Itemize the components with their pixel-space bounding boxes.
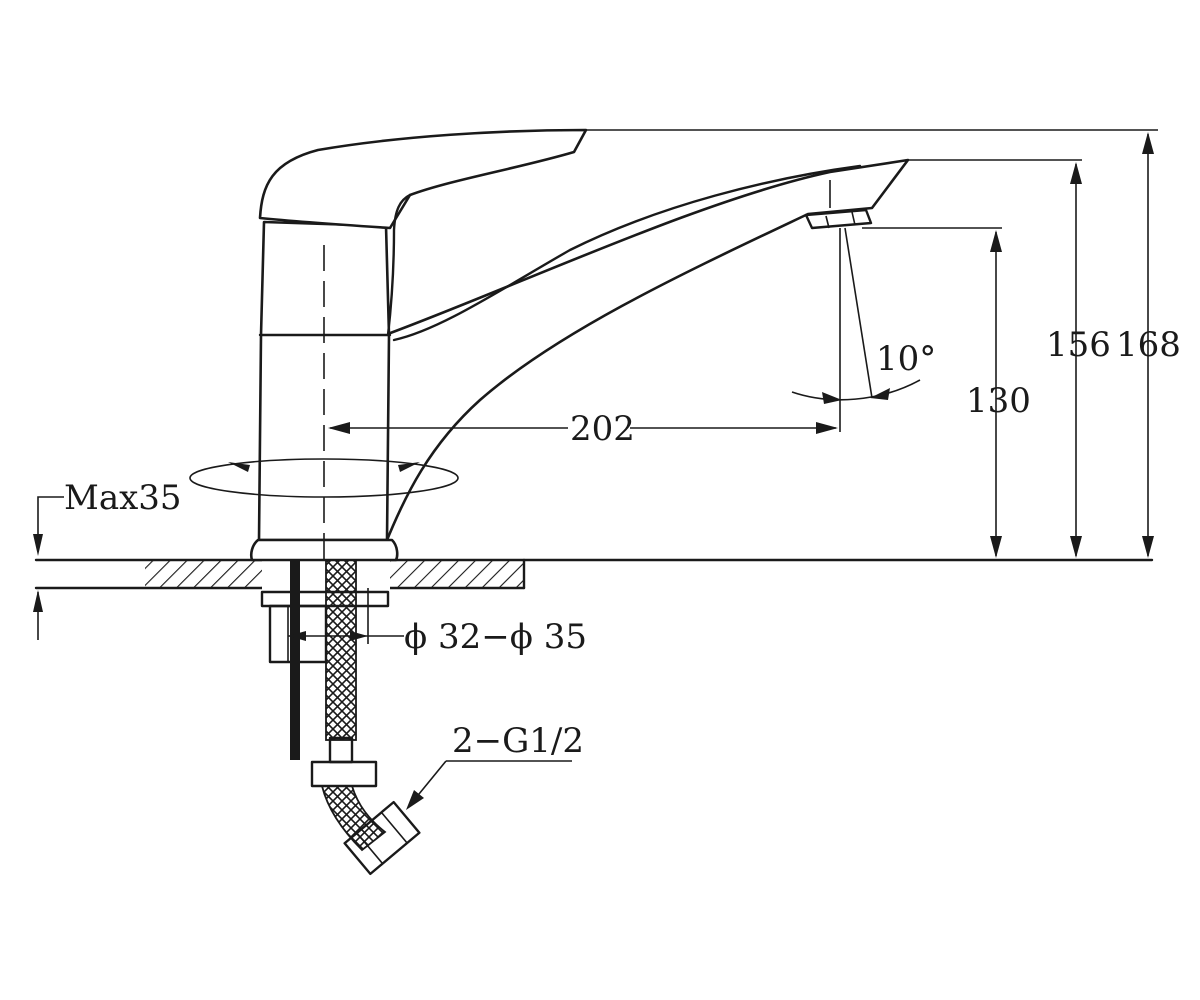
hole-diameter-label: ϕ 32−ϕ 35 — [404, 617, 587, 657]
spout-height-label: 156 — [1046, 325, 1111, 365]
max-thickness-label: Max35 — [64, 478, 182, 518]
aerator-height-label: 130 — [966, 381, 1031, 421]
swivel-arrow — [189, 458, 459, 498]
spout-reach-label: 202 — [570, 409, 635, 449]
countertop — [34, 556, 1154, 592]
swivel-angle-label: 10° — [876, 339, 936, 379]
thread-label: 2−G1/2 — [452, 721, 584, 761]
lever-handle — [258, 128, 588, 230]
dimension-lines — [33, 129, 1158, 810]
spout — [383, 158, 910, 547]
total-height-label: 168 — [1116, 325, 1181, 365]
aerator — [804, 180, 873, 230]
mounting-assembly — [260, 559, 421, 876]
